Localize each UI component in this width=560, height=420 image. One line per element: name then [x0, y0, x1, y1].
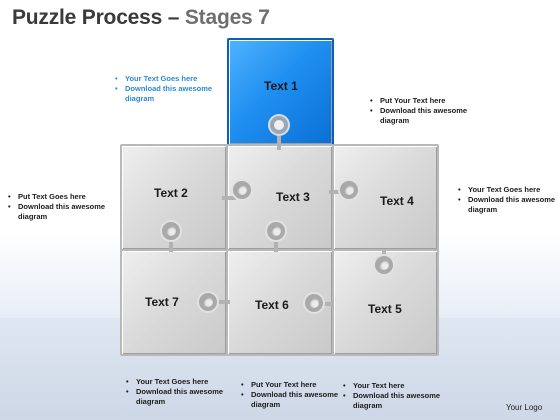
title-main: Puzzle Process – [12, 6, 180, 29]
knob-stem [316, 302, 334, 306]
puzzle-knob [199, 293, 217, 311]
piece-label-1: Text 1 [264, 79, 298, 93]
title-sub: Stages 7 [184, 6, 270, 29]
note-top-left: Your Text Goes here Download this awesom… [115, 74, 225, 104]
knob-stem [274, 232, 278, 252]
puzzle-knob [270, 116, 288, 134]
note-line: Download this awesome diagram [126, 387, 236, 407]
note-line: Download this awesome diagram [115, 84, 225, 104]
piece-label-6: Text 6 [255, 298, 289, 312]
puzzle-knob [162, 222, 180, 240]
puzzle-knob [305, 294, 323, 312]
piece-label-4: Text 4 [380, 194, 414, 208]
puzzle-knob [375, 256, 393, 274]
note-line: Your Text here [343, 381, 443, 391]
knob-stem [329, 190, 343, 194]
puzzle-knob [267, 222, 285, 240]
page-title: Puzzle Process – Stages 7 [12, 6, 270, 30]
note-bottom-2: Put Your Text here Download this awesome… [241, 380, 341, 410]
note-bottom-3: Your Text here Download this awesome dia… [343, 381, 443, 411]
note-line: Put Your Text here [241, 380, 341, 390]
note-mid-right: Your Text Goes here Download this awesom… [458, 185, 558, 215]
knob-stem [169, 232, 173, 252]
puzzle-knob [233, 181, 251, 199]
note-line: Download this awesome diagram [343, 391, 443, 411]
note-top-right: Put Your Text here Download this awesome… [370, 96, 470, 126]
note-line: Download this awesome diagram [241, 390, 341, 410]
note-line: Download this awesome diagram [8, 202, 116, 222]
note-line: Put Text Goes here [8, 192, 116, 202]
note-line: Put Your Text here [370, 96, 470, 106]
note-bottom-1: Your Text Goes here Download this awesom… [126, 377, 236, 407]
note-line: Your Text Goes here [126, 377, 236, 387]
note-line: Download this awesome diagram [458, 195, 558, 215]
note-line: Your Text Goes here [115, 74, 225, 84]
knob-stem [212, 300, 230, 304]
note-mid-left: Put Text Goes here Download this awesome… [8, 192, 116, 222]
piece-label-2: Text 2 [154, 186, 188, 200]
piece-label-3: Text 3 [276, 190, 310, 204]
knob-stem [277, 136, 281, 150]
logo-text: Your Logo [506, 403, 543, 412]
note-line: Your Text Goes here [458, 185, 558, 195]
piece-label-7: Text 7 [145, 295, 179, 309]
note-line: Download this awesome diagram [370, 106, 470, 126]
piece-label-5: Text 5 [368, 302, 402, 316]
knob-stem [222, 196, 236, 200]
puzzle-knob [340, 181, 358, 199]
